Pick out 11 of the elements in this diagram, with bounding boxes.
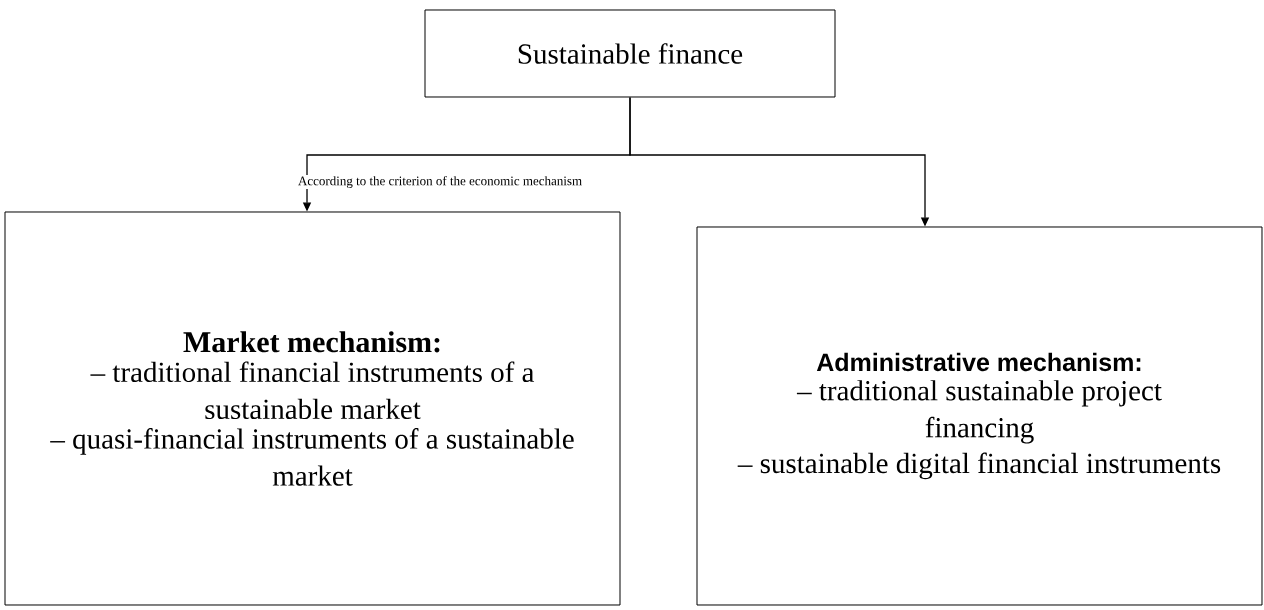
category-box xyxy=(4,211,621,606)
list-item: – traditional financial instruments of a sustainable market xyxy=(90,361,535,420)
list-item: – quasi-financial instruments of a sustainable market xyxy=(50,428,574,486)
box-heading: Market mechanism: xyxy=(183,331,440,353)
title-box xyxy=(424,9,836,98)
box-heading: Administrative mechanism: xyxy=(816,352,1141,372)
edge-label: According to the criterion of the economic mechanism xyxy=(296,175,584,189)
category-box xyxy=(696,226,1263,606)
box-label: Sustainable finance xyxy=(518,43,743,64)
list-item: – traditional sustainable project financing xyxy=(796,380,1162,444)
list-item: – sustainable digital financial instruments xyxy=(737,452,1221,480)
